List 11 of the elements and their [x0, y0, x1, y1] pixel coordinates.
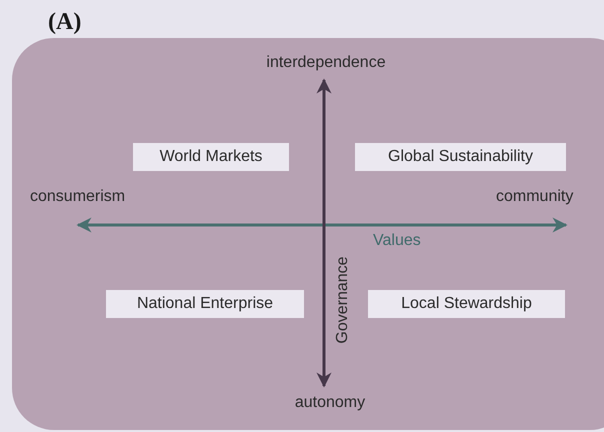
axis-title: Governance	[333, 256, 352, 344]
panel-letter: (A)	[48, 8, 82, 36]
scenario-label: National Enterprise	[106, 290, 304, 318]
axis-end-label: interdependence	[266, 53, 386, 73]
scenario-label: Local Stewardship	[368, 290, 565, 318]
axis-title: Values	[373, 231, 421, 251]
axis-end-label: autonomy	[294, 393, 366, 413]
axis-end-label: community	[496, 187, 574, 207]
scenario-label: World Markets	[133, 143, 289, 171]
scenario-label: Global Sustainability	[355, 143, 566, 171]
axis-end-label: consumerism	[30, 187, 126, 207]
